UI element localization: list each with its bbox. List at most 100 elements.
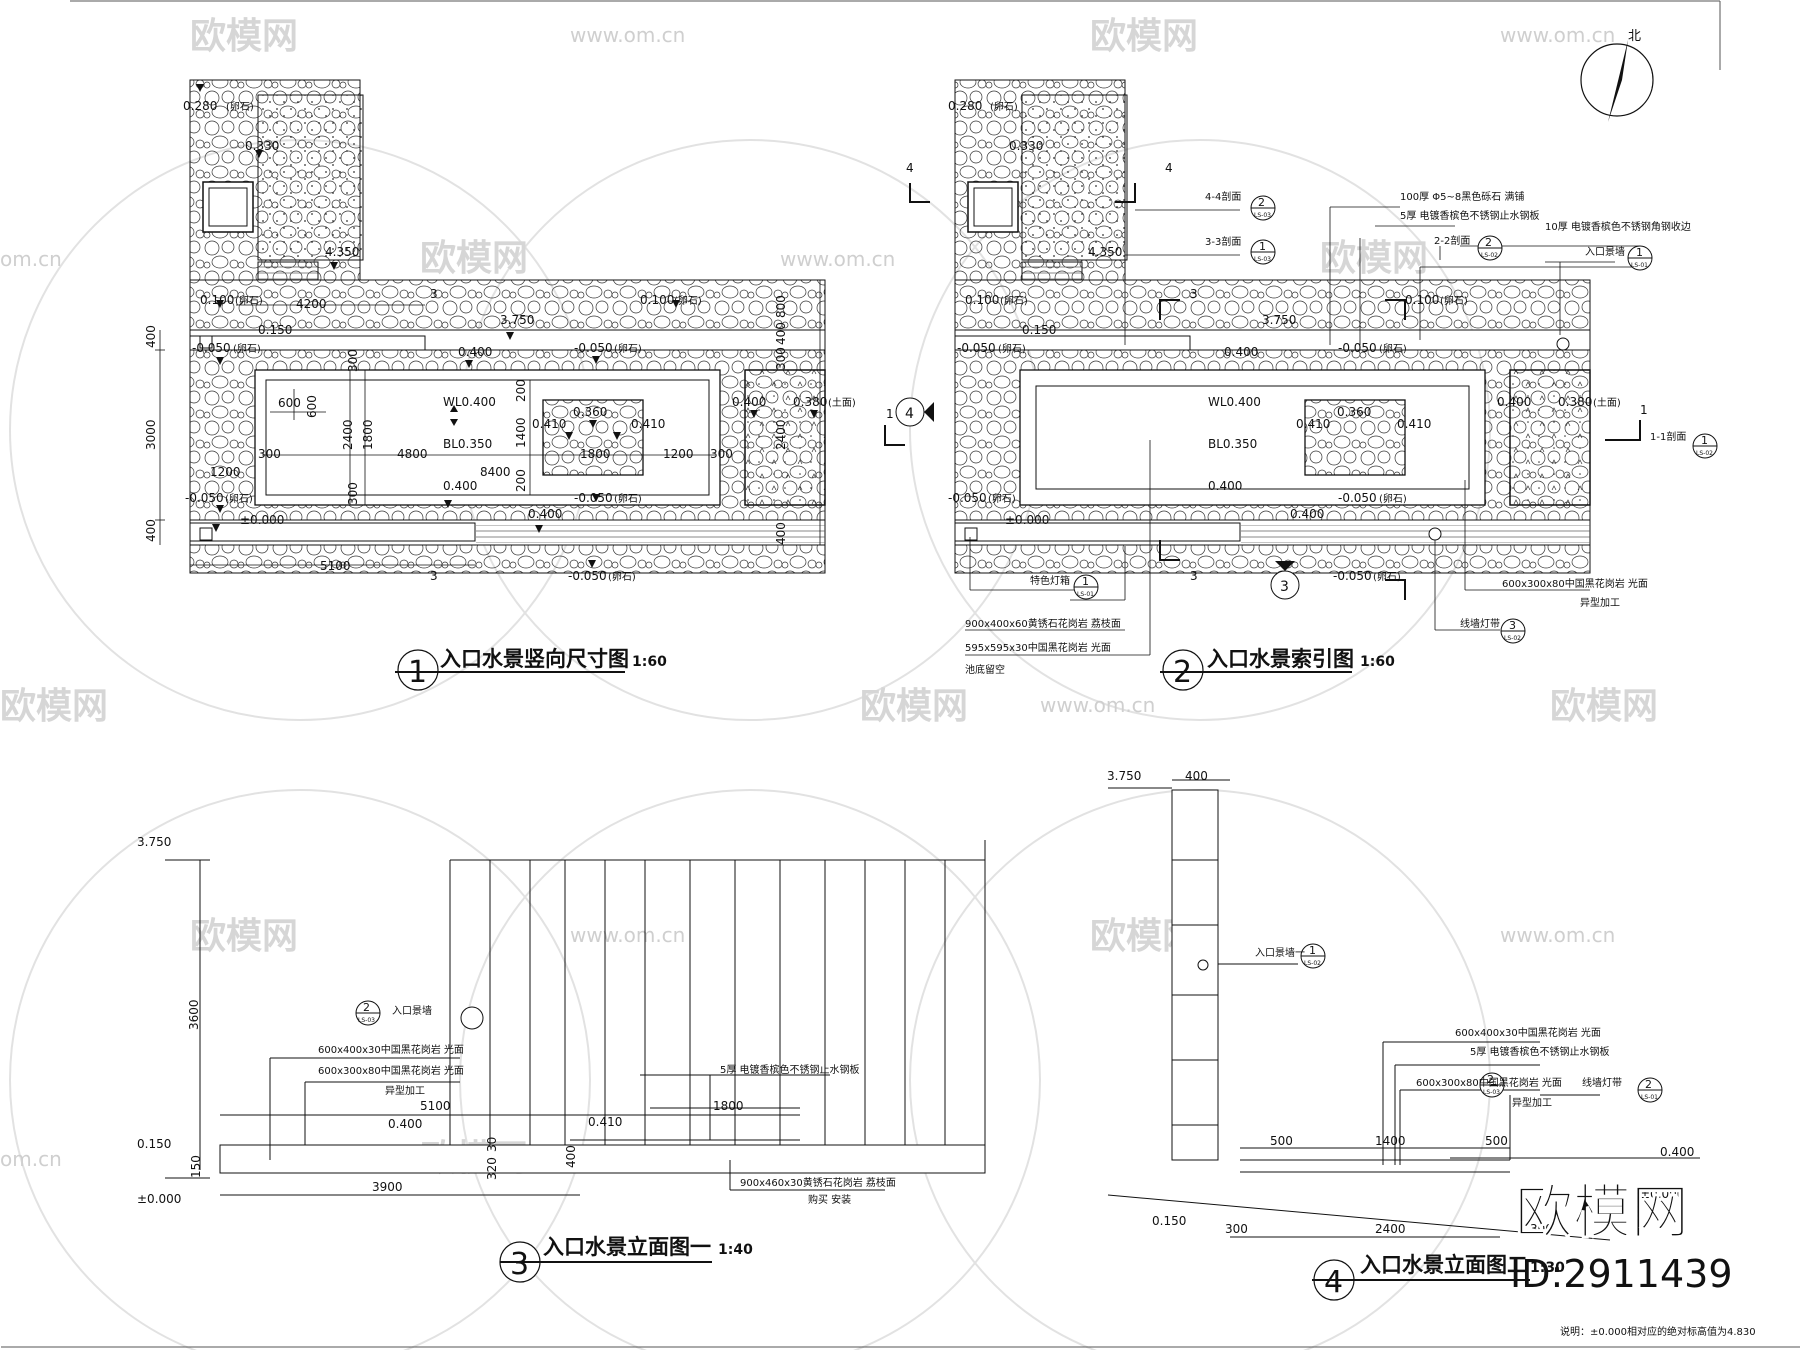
plan-1-labels: 0.280 (卵石) 0.330 4.350 0.100 (卵石) 0.100 …: [144, 99, 856, 583]
detail-tag: 2 LS-03: [1250, 195, 1276, 221]
dimension: 1800: [361, 419, 375, 450]
leader-note: 900x400x60黄锈石花岗岩 荔枝面: [965, 617, 1121, 630]
level-label: -0.050: [185, 491, 224, 505]
leader-note: 10厚 电镀香槟色不锈钢角钢收边: [1545, 220, 1691, 233]
detail-tag: 2 LS-03: [355, 1000, 381, 1026]
detail-tag: 1 LS-03: [1250, 239, 1276, 265]
level-label: 0.100: [640, 293, 674, 307]
level-note: (卵石): [1000, 295, 1028, 307]
dimension: 600: [278, 396, 301, 410]
svg-text:1: 1: [1309, 944, 1316, 957]
corner-watermark: 欧模网 ID:2911439: [1510, 1178, 1733, 1297]
dimension: 1400: [1375, 1134, 1406, 1148]
level-label: 0.410: [1397, 417, 1431, 431]
leader-note: 595x595x30中国黑花岗岩 光面: [965, 641, 1111, 654]
dimension: 320: [485, 1157, 499, 1180]
level-note: (卵石): [1373, 571, 1401, 583]
dimension: 3900: [372, 1180, 403, 1194]
dimension: 1200: [210, 465, 241, 479]
leader-note: 池底留空: [965, 663, 1005, 676]
detail-tag: 1 LS-01: [1627, 245, 1653, 271]
footnote: 说明：±0.000相对应的绝对标高值为4.830: [1560, 1325, 1756, 1338]
level-note: (卵石): [1440, 295, 1468, 307]
level-note: (卵石): [998, 343, 1026, 355]
svg-text:LS-02: LS-02: [1304, 960, 1321, 967]
leader-note: 5厚 电镀香槟色不锈钢止水钢板: [720, 1063, 860, 1076]
level-label: 0.410: [1296, 417, 1330, 431]
level-note: (土面): [828, 396, 856, 409]
detail-tag: 2 LS-01: [1637, 1077, 1663, 1103]
level-label: 0.400: [1224, 345, 1258, 359]
watermark-brand: 欧模网: [420, 238, 528, 279]
section-mark: 3: [1190, 287, 1198, 301]
level-label: 0.100: [1405, 293, 1439, 307]
water-level: WL0.400: [443, 395, 496, 409]
leader-note: 600x400x30中国黑花岗岩 光面: [1455, 1026, 1601, 1039]
dimension: 150: [189, 1155, 203, 1178]
plan-2-labels: 0.280 (卵石) 0.330 4.350 0.100 (卵石) 0.100 …: [886, 99, 1691, 676]
level-label: 0.280: [948, 99, 982, 113]
dimension: 400: [144, 519, 158, 542]
caption-scale: 1:60: [1360, 654, 1395, 670]
watermark-brand: 欧模网: [190, 16, 298, 57]
dimension: 1200: [663, 447, 694, 461]
section-note: 1-1剖面: [1650, 430, 1686, 443]
svg-text:1: 1: [1636, 246, 1643, 259]
level-label: 0.400: [443, 479, 477, 493]
caption-number: 3: [510, 1247, 529, 1282]
dimension: 200: [514, 469, 528, 492]
watermark-brands: 欧模网 欧模网 欧模网 欧模网 欧模网 欧模网 欧模网 欧模网 欧模网 欧模网 …: [0, 16, 1658, 1179]
level-label: -0.050: [574, 341, 613, 355]
dimension: 3600: [187, 999, 201, 1030]
plan-2-index: 2 LS-03 1 LS-03 2 LS-02 1 LS-01 1 LS: [884, 79, 1718, 676]
dimension: 500: [1270, 1134, 1293, 1148]
svg-text:1: 1: [1259, 240, 1266, 253]
detail-tag: 1 LS-02: [1300, 943, 1326, 969]
leader-note: 600x300x80中国黑花岗岩 光面: [1502, 577, 1648, 590]
level-note: (卵石): [614, 343, 642, 355]
section-mark: 1: [1640, 403, 1648, 417]
watermark-brand: 欧模网: [190, 916, 298, 957]
detail-tag: 3 LS-02: [1500, 618, 1526, 644]
dimension: 2400: [341, 419, 355, 450]
dimension: 300: [346, 482, 360, 505]
level-label: 3.750: [137, 835, 171, 849]
dimension: 200: [514, 379, 528, 402]
level-label: 4.350: [1088, 245, 1122, 259]
section-mark: 3: [1190, 569, 1198, 583]
level-note: (卵石): [226, 101, 254, 113]
leader-note: 900x460x30黄锈石花岗岩 荔枝面: [740, 1176, 896, 1189]
caption-title: 入口水景立面图二: [1360, 1253, 1528, 1277]
leader-note: 异型加工: [385, 1084, 425, 1097]
level-label: -0.050: [574, 491, 613, 505]
caption-1: 1 入口水景竖向尺寸图 1:60: [395, 647, 667, 691]
dimension: 600: [305, 395, 319, 418]
elevation-3: 2 LS-03 3.750 3600 入口景墙 600x400x30中国黑花岗岩…: [137, 835, 986, 1206]
svg-text:1: 1: [1701, 434, 1708, 447]
plan-2-tags: 2 LS-03 1 LS-03 2 LS-02 1 LS-01 1 LS: [895, 195, 1718, 644]
dimension: 8400: [480, 465, 511, 479]
dimension: 30: [485, 1137, 499, 1152]
watermark-brand: 欧模网: [1550, 686, 1658, 727]
dimension: 400: [774, 322, 788, 345]
dimension: 1800: [713, 1099, 744, 1113]
level-label: 0.400: [388, 1117, 422, 1131]
level-label: 0.150: [1152, 1214, 1186, 1228]
level-label: -0.050: [948, 491, 987, 505]
leader-note: 线墙灯带: [1582, 1076, 1622, 1089]
watermark-url: om.cn: [0, 247, 62, 271]
level-label: 0.400: [1660, 1145, 1694, 1159]
leader-note: 600x300x80中国黑花岗岩 光面: [318, 1064, 464, 1077]
caption-2: 2 入口水景索引图 1:60: [1160, 647, 1395, 691]
leader-note: 异型加工: [1512, 1096, 1552, 1109]
level-note: (卵石): [235, 295, 263, 307]
section-mark: 3: [430, 287, 438, 301]
north-arrow: 北: [1580, 29, 1654, 122]
section-mark: 1: [886, 407, 894, 421]
dimension: 5100: [320, 559, 351, 573]
dimension: 300: [710, 447, 733, 461]
level-note: (卵石): [990, 101, 1018, 113]
level-label: -0.050: [1338, 491, 1377, 505]
svg-text:2: 2: [1645, 1078, 1652, 1091]
